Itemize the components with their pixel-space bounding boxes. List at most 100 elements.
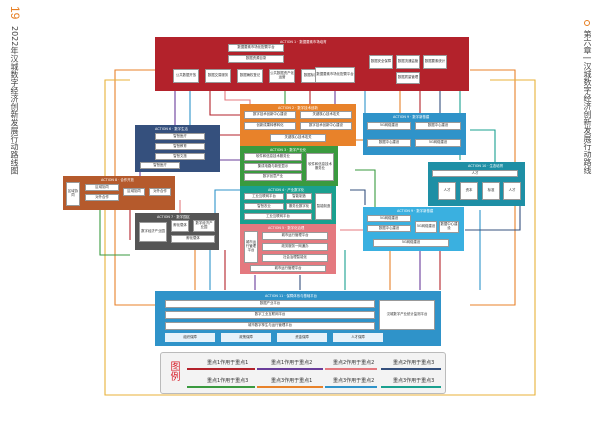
action11-header: ACTION 11 · 保障体系与基础平台 bbox=[265, 294, 318, 298]
action-ltblue-row-2: 数据中心建设 bbox=[367, 225, 411, 232]
action1-right-4: 数据质量管理 bbox=[396, 72, 420, 84]
action3-row-3: 数字创意产业 bbox=[244, 173, 302, 181]
action9-row-3: 数据中心建设 bbox=[367, 139, 411, 147]
action7-row-4: 孵化载体 bbox=[171, 235, 215, 243]
action11-small-3: 资金保障 bbox=[277, 333, 327, 342]
action1-sub-2: 数据交易服务 bbox=[205, 69, 231, 83]
action8-row-4: 对外合作 bbox=[149, 188, 171, 196]
action3-header: ACTION 3 · 数字产业化 bbox=[270, 148, 307, 152]
legend-line-8 bbox=[381, 386, 441, 388]
action2-row-1: 数字技术创新中心建设 bbox=[244, 111, 296, 119]
action4-side: 智能制造 bbox=[315, 193, 332, 220]
action8-row-3: 区域协同 bbox=[123, 188, 145, 196]
action4-row-5: 工业互联网平台 bbox=[244, 213, 312, 220]
legend-line-4 bbox=[381, 368, 441, 370]
legend-item-2: 重点1作用于重点2 bbox=[271, 360, 313, 366]
action5-header: ACTION 5 · 数字化治理 bbox=[268, 226, 305, 230]
action5-row-4: 城市运行管理平台 bbox=[250, 265, 326, 272]
action-ltblue-row-4: 数据中心建设 bbox=[439, 221, 459, 233]
page-number: 19 bbox=[8, 6, 22, 20]
action8-row-2: 对外合作 bbox=[85, 194, 119, 201]
legend: 图例 重点1作用于重点1 重点1作用于重点2 重点2作用于重点2 重点2作用于重… bbox=[160, 352, 446, 394]
action3-row-2: 集成电路与新型显示 bbox=[244, 163, 302, 171]
action8-header: ACTION 8 · 合作开放 bbox=[101, 178, 134, 182]
action1-sub-4: 公共数据资产化运营 bbox=[269, 69, 295, 83]
legend-line-7 bbox=[325, 386, 377, 388]
action9-row-2: 数据中心建设 bbox=[415, 122, 461, 130]
action7-row-3: 数字经济产业园 bbox=[193, 220, 215, 232]
legend-line-1 bbox=[187, 368, 255, 370]
action2-row-2b: 数字技术创新中心建设 bbox=[300, 122, 352, 130]
action5-row-2: 政务服务一网通办 bbox=[262, 243, 328, 251]
action11-right-box: 汉城数字产业统计监测平台 bbox=[379, 300, 435, 330]
action7-row-1: 数字经济产业园 bbox=[139, 222, 167, 242]
action5-block: ACTION 5 · 数字化治理 城市运行管理平台 城市运行管理平台 政务服务一… bbox=[240, 224, 336, 274]
action7-row-2: 孵化载体 bbox=[171, 220, 189, 232]
action1-sub-1: 公共数据开放 bbox=[173, 69, 199, 83]
action10-row-1: 人才 bbox=[432, 170, 518, 177]
right-spine-marker-icon bbox=[584, 20, 590, 26]
action6-row-2: 智慧教育 bbox=[155, 143, 205, 150]
action5-side: 城市运行管理平台 bbox=[244, 231, 258, 263]
action6-row-4: 智慧医疗 bbox=[140, 162, 180, 169]
action2-row-3: 关键核心技术攻关 bbox=[270, 134, 326, 142]
action-ltblue-row-1: 5G网络建设 bbox=[367, 215, 411, 222]
action7-header: ACTION 7 · 数字园区 bbox=[157, 215, 190, 219]
legend-line-5 bbox=[187, 386, 255, 388]
action1-right-2: 数据流通监管 bbox=[396, 55, 420, 69]
action11-small-1: 组织保障 bbox=[165, 333, 215, 342]
action4-row-2: 智能制造 bbox=[286, 193, 312, 200]
left-spine-title: 2022年汉城数字经济创新发展行动路线图 bbox=[10, 26, 19, 175]
action1-center-box-2: 数据资源目录 bbox=[228, 55, 284, 63]
action5-row-3: 社会治理智能化 bbox=[262, 254, 328, 262]
action1-center-right: 数据要素市场化配置平台 bbox=[315, 67, 355, 83]
action2-row-2: 创新成果转移转化 bbox=[244, 122, 296, 130]
action9-row-1: 5G网络建设 bbox=[367, 122, 411, 130]
action4-row-3: 智慧农业 bbox=[244, 203, 284, 210]
action10-block: ACTION 10 · 生态培育 人才 人才 资本 标准 人才 bbox=[428, 162, 525, 206]
action-ltblue-block: ACTION 9 · 数字新基建 5G网络建设 数据中心建设 5G网络建设 数据… bbox=[363, 207, 464, 251]
action1-right-1: 数据安全保障 bbox=[369, 55, 393, 69]
legend-item-3: 重点2作用于重点2 bbox=[333, 360, 375, 366]
action1-sub-3: 数据确权登记 bbox=[237, 69, 263, 83]
action11-small-4: 人才保障 bbox=[333, 333, 383, 342]
action10-row-2: 人才 bbox=[438, 182, 456, 200]
action10-row-5: 人才 bbox=[503, 182, 521, 200]
action8-side: 区域协同 bbox=[66, 182, 80, 206]
action3-row-1: 软件和信息技术服务业 bbox=[244, 153, 302, 161]
action8-block: ACTION 8 · 合作开放 区域协同 区域协同 对外合作 区域协同 对外合作 bbox=[63, 176, 175, 210]
legend-line-2 bbox=[257, 368, 323, 370]
legend-title: 图例 bbox=[168, 361, 179, 381]
action6-row-3: 智慧文旅 bbox=[155, 153, 205, 160]
action11-row-3: 城市数字孪生与运行管理平台 bbox=[165, 322, 375, 330]
action2-header: ACTION 2 · 数字技术创新 bbox=[278, 106, 318, 110]
action1-right-3: 数据要素统计 bbox=[423, 55, 447, 69]
action-ltblue-header: ACTION 9 · 数字新基建 bbox=[397, 209, 434, 213]
action4-row-4: 服务业数字化 bbox=[286, 203, 312, 210]
action1-header: ACTION 1 · 数据要素市场培育 bbox=[280, 40, 327, 44]
action2-row-1b: 关键核心技术攻关 bbox=[300, 111, 352, 119]
action3-side: 软件和信息技术服务业 bbox=[306, 153, 334, 181]
action6-row-1: 智慧医疗 bbox=[155, 133, 205, 140]
action8-row-1: 区域协同 bbox=[85, 184, 119, 191]
action9-row-4: 5G网络建设 bbox=[415, 139, 461, 147]
action4-header: ACTION 4 · 产业数字化 bbox=[268, 188, 305, 192]
action7-block: ACTION 7 · 数字园区 数字经济产业园 孵化载体 数字经济产业园 孵化载… bbox=[135, 213, 219, 250]
action4-row-1: 工业互联网平台 bbox=[244, 193, 284, 200]
action9-block: ACTION 9 · 数字新基建 5G网络建设 数据中心建设 数据中心建设 5G… bbox=[363, 113, 466, 155]
action10-row-3: 资本 bbox=[460, 182, 478, 200]
action9-header: ACTION 9 · 数字新基建 bbox=[393, 115, 430, 119]
legend-item-4: 重点2作用于重点3 bbox=[393, 360, 435, 366]
legend-item-8: 重点3作用于重点3 bbox=[393, 378, 435, 384]
action-ltblue-row-5: 5G网络建设 bbox=[373, 239, 449, 247]
legend-line-6 bbox=[257, 386, 323, 388]
action2-block: ACTION 2 · 数字技术创新 数字技术创新中心建设 关键核心技术攻关 创新… bbox=[240, 104, 356, 146]
action1-center-box: 数据要素市场化配置平台 bbox=[228, 44, 284, 52]
legend-line-3 bbox=[325, 368, 377, 370]
action3-block: ACTION 3 · 数字产业化 软件和信息技术服务业 集成电路与新型显示 数字… bbox=[240, 146, 338, 186]
action6-header: ACTION 6 · 数字生活 bbox=[155, 127, 188, 131]
action4-block: ACTION 4 · 产业数字化 工业互联网平台 智能制造 智慧农业 服务业数字… bbox=[240, 186, 336, 224]
legend-item-7: 重点3作用于重点2 bbox=[333, 378, 375, 384]
legend-item-1: 重点1作用于重点1 bbox=[207, 360, 249, 366]
action11-row-2: 数字工业互联网平台 bbox=[165, 311, 375, 319]
